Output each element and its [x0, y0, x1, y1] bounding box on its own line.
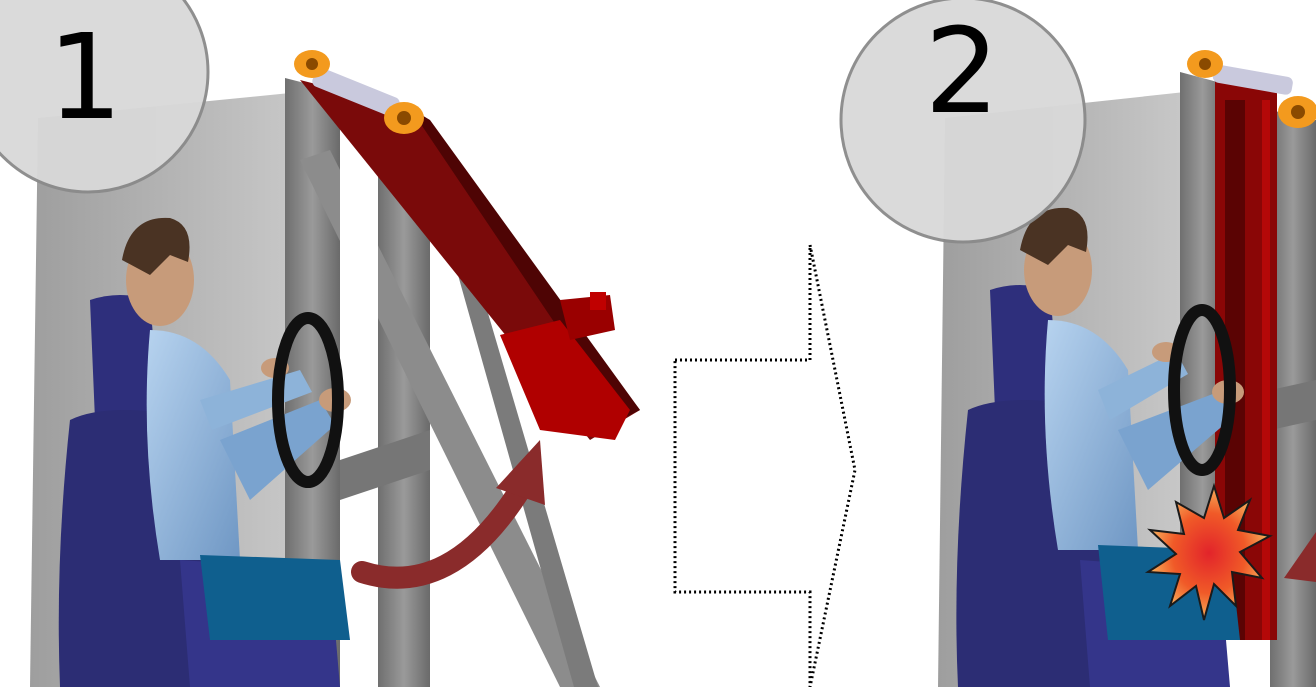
panel-1: 1: [0, 0, 640, 687]
panel-2: 2: [841, 0, 1316, 687]
dotted-right-arrow-icon: [675, 245, 855, 687]
step-number-1: 1: [47, 8, 122, 146]
step-number-2: 2: [924, 2, 999, 140]
